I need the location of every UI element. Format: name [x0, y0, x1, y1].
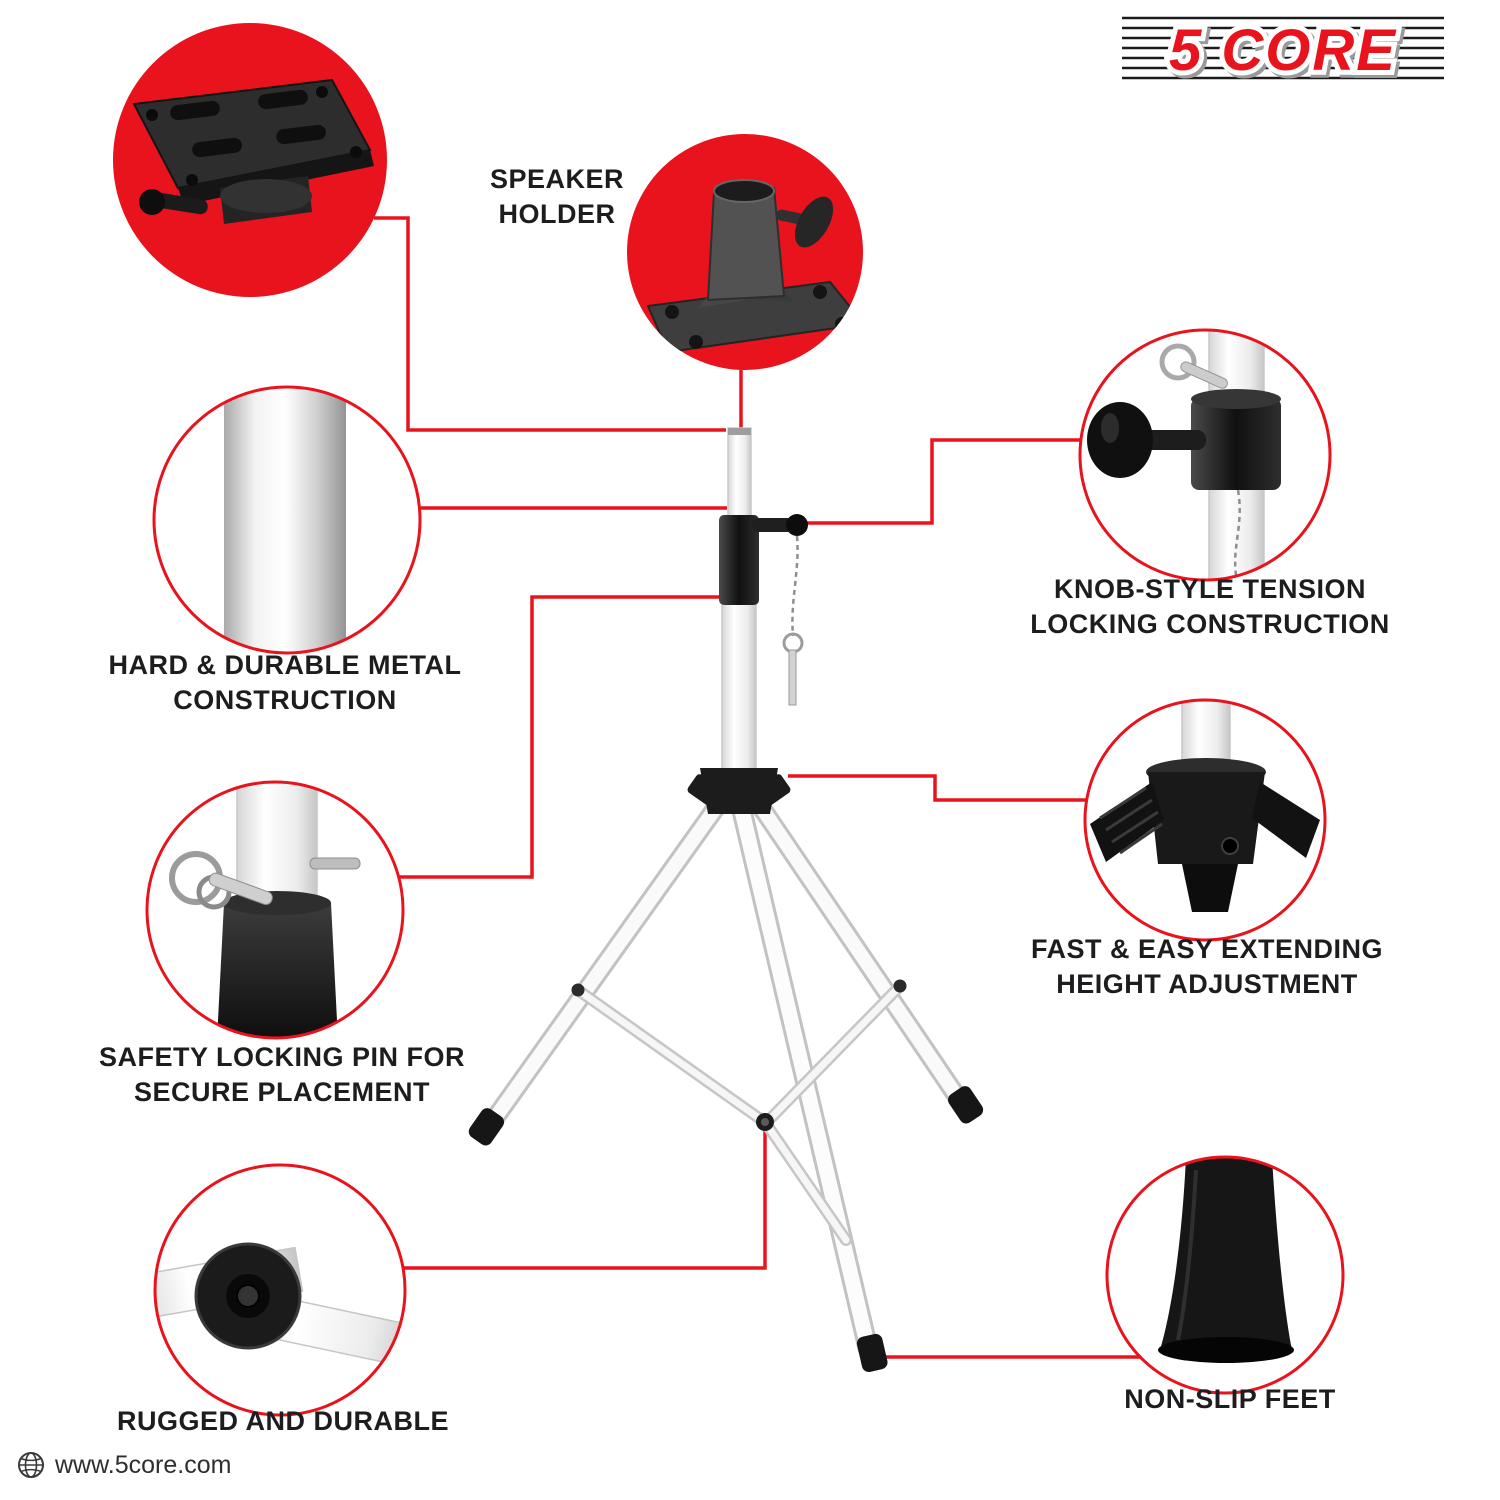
logo-stripes — [1122, 16, 1444, 80]
connector-tension-knob — [800, 438, 1081, 525]
label-rugged: RUGGED AND DURABLE — [117, 1406, 449, 1436]
leg-braces — [571, 979, 907, 1246]
safety-pin-detail — [169, 782, 361, 1038]
metal-tube-detail — [224, 387, 346, 653]
brace-bolt-left — [571, 983, 585, 997]
tripod-hub — [687, 768, 791, 814]
connector-leg-joint — [403, 1131, 767, 1270]
safety-pin-chain — [782, 535, 804, 706]
brace-bolt-right — [893, 979, 907, 993]
callout-circle-mount-plate — [113, 23, 387, 297]
connector-mount-plate — [374, 216, 726, 432]
callout-circle-metal-tube — [152, 385, 422, 655]
leg-joint-detail — [155, 1242, 405, 1369]
tension-knob-detail — [1087, 330, 1281, 580]
tripod-legs — [485, 785, 968, 1359]
callout-circle-leg-joint — [153, 1163, 407, 1417]
callout-circle-foot — [1105, 1155, 1345, 1395]
stand-pole — [721, 427, 757, 779]
foot-detail — [1158, 1157, 1294, 1363]
callout-connector-lines — [374, 216, 1140, 1359]
label-height-adjustment: FAST & EASY EXTENDING HEIGHT ADJUSTMENT — [1030, 934, 1384, 999]
stand-feet — [468, 1086, 984, 1373]
connector-safety-pin — [399, 595, 723, 879]
tension-collar — [719, 514, 808, 605]
brand-logo: 5 CORE — [1118, 10, 1448, 90]
mount-plate-detail — [132, 78, 374, 224]
callout-circle-tension-knob — [1078, 328, 1332, 582]
callout-circle-hub — [1083, 698, 1327, 942]
tension-knob — [786, 514, 808, 536]
site-footer: www.5core.com — [16, 1450, 231, 1480]
speaker-holder-detail — [646, 179, 863, 354]
label-speaker-holder: SPEAKER HOLDER — [489, 164, 625, 229]
logo-text: 5 CORE — [1169, 18, 1397, 83]
tripod-stand-illustration — [468, 427, 984, 1373]
label-tension-knob: KNOB-STYLE TENSION LOCKING CONSTRUCTION — [1030, 574, 1390, 639]
label-non-slip-feet: NON-SLIP FEET — [1124, 1384, 1336, 1414]
callout-circle-safety-pin — [145, 780, 405, 1040]
hub-detail — [1090, 700, 1320, 912]
connector-hub — [788, 774, 1087, 802]
label-metal-construction: HARD & DURABLE METAL CONSTRUCTION — [108, 650, 462, 715]
globe-icon — [18, 1452, 44, 1478]
website-url: www.5core.com — [55, 1450, 232, 1479]
label-safety-pin: SAFETY LOCKING PIN FOR SECURE PLACEMENT — [98, 1042, 466, 1107]
callout-circle-speaker-holder — [627, 134, 863, 370]
